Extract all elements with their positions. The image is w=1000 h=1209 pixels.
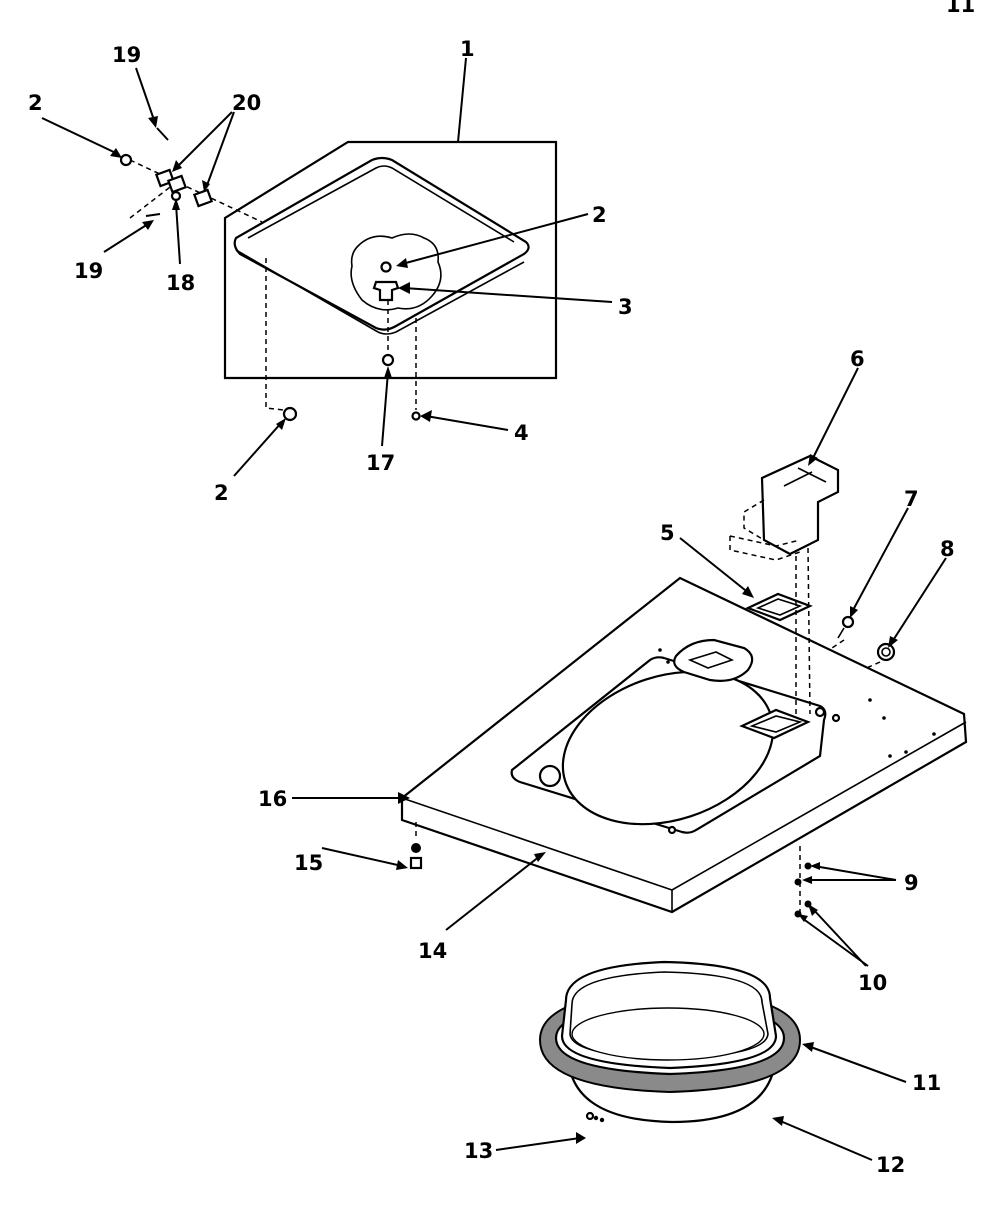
lid-bumper-3 <box>372 280 400 302</box>
callout-11: 11 <box>912 1071 941 1095</box>
callout-1: 1 <box>460 37 475 61</box>
callout-7: 7 <box>904 487 919 511</box>
callout-3: 3 <box>618 295 633 319</box>
callout-2-lid: 2 <box>592 203 607 227</box>
callout-4: 4 <box>514 421 529 445</box>
callout-14: 14 <box>418 939 447 963</box>
callout-6: 6 <box>850 347 865 371</box>
callout-5: 5 <box>660 521 675 545</box>
callout-13: 13 <box>464 1139 493 1163</box>
callout-12: 12 <box>876 1153 905 1177</box>
callout-9: 9 <box>904 871 919 895</box>
callout-15: 15 <box>294 851 323 875</box>
panel-hardware-15-16 <box>409 822 423 870</box>
gasket-5 <box>745 592 813 622</box>
callout-20: 20 <box>232 91 261 115</box>
corner-mark: 11 <box>946 0 975 17</box>
callout-19-lower: 19 <box>74 259 103 283</box>
lid-bumper-2-lower <box>265 258 298 422</box>
lid-screw-4 <box>411 318 421 421</box>
control-housing-6 <box>729 454 840 561</box>
lid-part-1 <box>233 156 530 335</box>
top-panel-14 <box>400 547 968 914</box>
callout-19-top: 19 <box>112 43 141 67</box>
callout-18: 18 <box>166 271 195 295</box>
lid-hinge-nut-2 <box>380 261 392 273</box>
lid-cutaway <box>350 233 442 311</box>
callout-2-hinge: 2 <box>28 91 43 115</box>
leader-lines <box>41 57 947 1161</box>
callout-10: 10 <box>858 971 887 995</box>
callout-labels: 1 2 2 2 3 4 5 6 7 8 9 10 11 12 13 14 15 … <box>28 37 955 1177</box>
callout-17: 17 <box>366 451 395 475</box>
tub-gasket-11 <box>538 960 802 1094</box>
callout-8: 8 <box>940 537 955 561</box>
lid-screw-17 <box>381 300 395 367</box>
callout-16: 16 <box>258 787 287 811</box>
callout-2-lower: 2 <box>214 481 229 505</box>
